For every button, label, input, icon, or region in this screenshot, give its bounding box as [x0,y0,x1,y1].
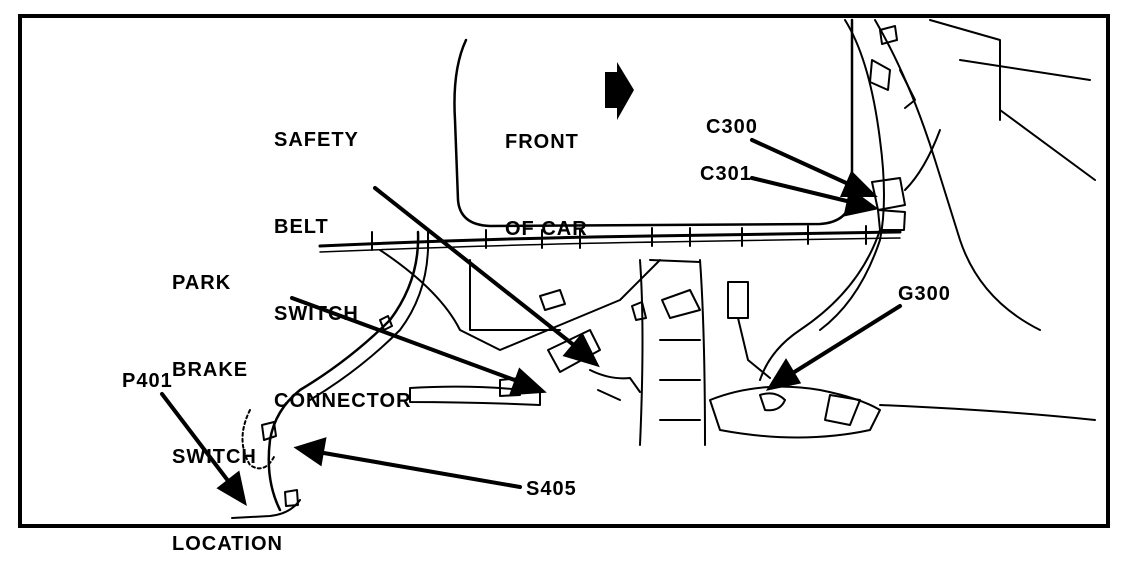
label-line: SAFETY [274,129,359,151]
c301-label: C301 [700,163,752,185]
c300-leader [750,138,857,189]
g300-arrowhead-icon [765,358,802,391]
park-brake-arrowhead-icon [509,367,547,396]
g300-label: G300 [898,283,951,305]
p401-leader [160,392,234,488]
label-line: SWITCH [172,446,257,468]
label-line: LOCATION [172,533,283,555]
g300-leader [786,304,902,378]
park-brake-switch-location-label: PARK BRAKE SWITCH LOCATION [172,211,283,588]
c301-leader [750,176,857,205]
p401-arrowhead-icon [216,470,247,507]
sill-harness [318,230,902,248]
console-tunnel [639,259,706,446]
label-line: BELT [274,216,329,238]
label-line: BRAKE [172,359,249,381]
s405-label: S405 [526,478,577,500]
window-opening [453,18,854,228]
s405-leader [316,450,522,489]
label-line: OF CAR [505,218,588,240]
safety-belt-switch-connector-label: SAFETY BELT SWITCH CONNECTOR [274,68,412,445]
p401-label: P401 [122,370,173,392]
safety-belt-arrowhead-icon [562,332,600,368]
c300-label: C300 [706,116,758,138]
front-of-car-label: FRONT OF CAR [505,70,588,273]
safety-belt-leader [373,186,582,352]
s405-arrowhead-icon [293,437,327,467]
c301-arrowhead-icon [843,187,879,217]
park-brake-leader [290,296,522,384]
body-pillar [819,19,885,331]
label-line: CONNECTOR [274,390,412,412]
label-line: SWITCH [274,303,359,325]
front-arrow-icon [605,62,634,120]
wiring-diagram [160,18,1096,519]
c300-arrowhead-icon [839,170,878,197]
label-line: FRONT [505,131,579,153]
label-line: PARK [172,272,232,294]
